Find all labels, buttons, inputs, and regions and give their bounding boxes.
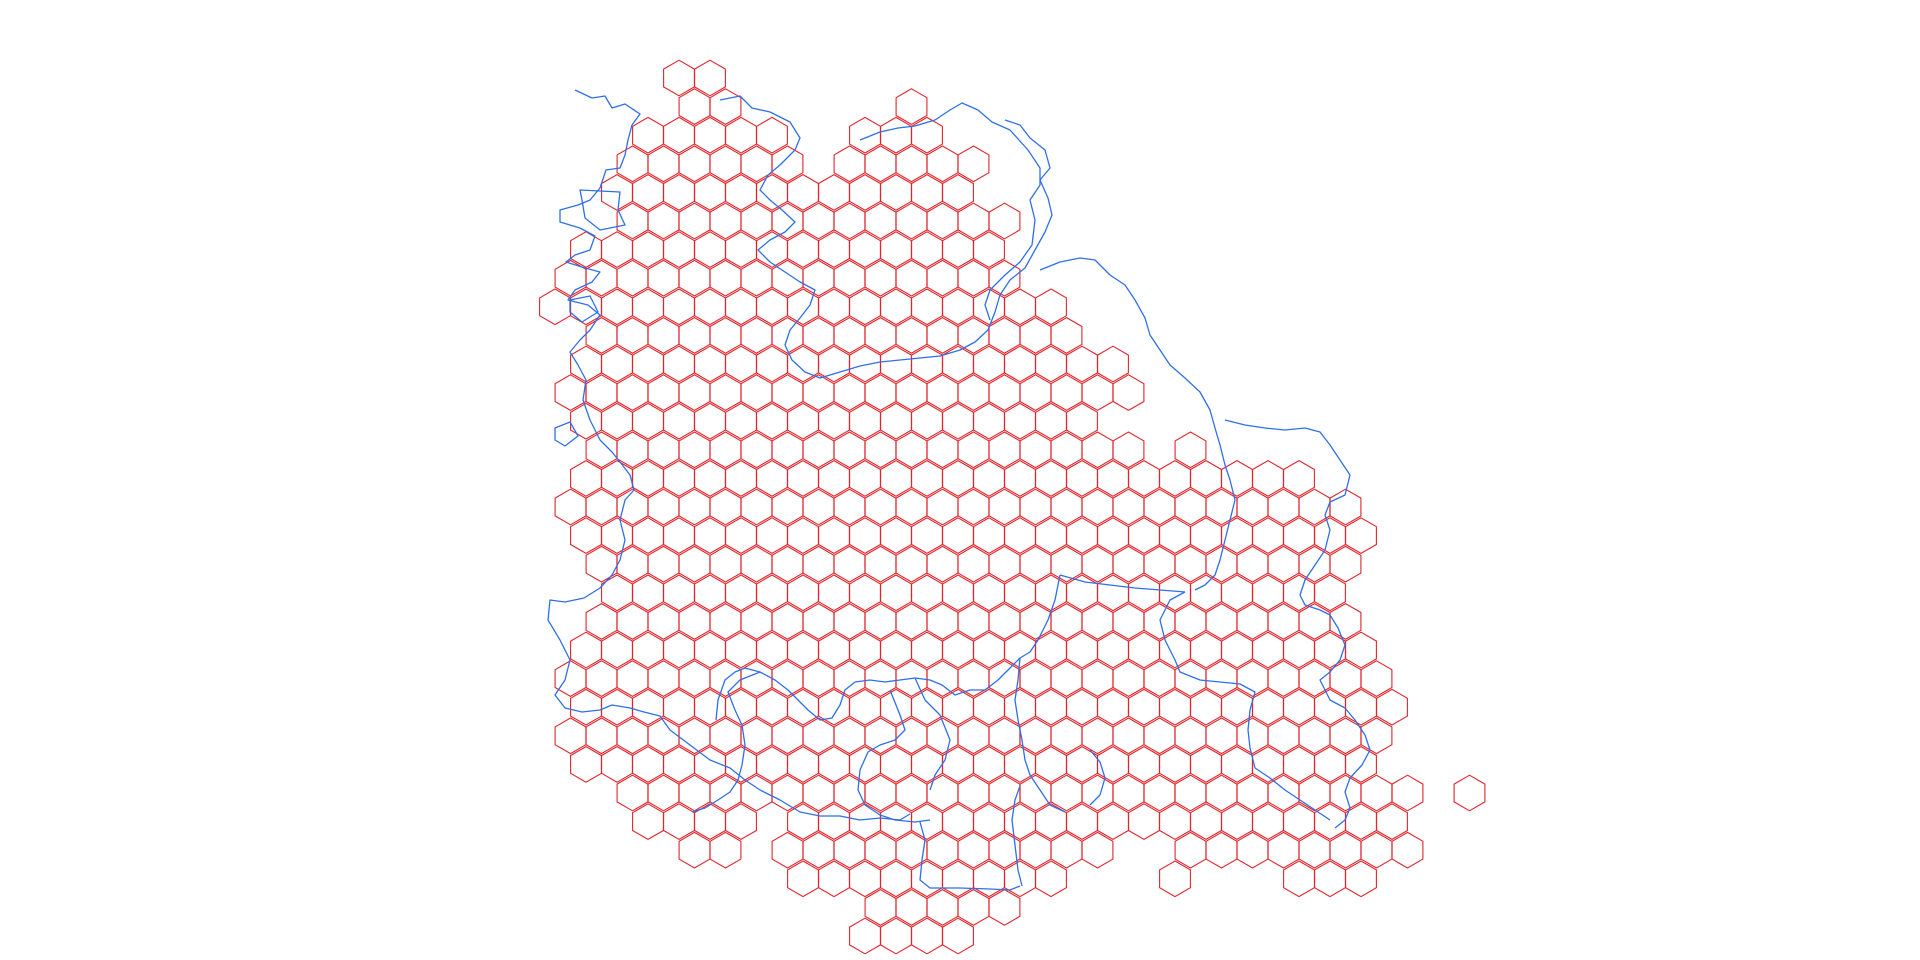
boundary-line: [579, 189, 626, 231]
hex-cell: [1112, 374, 1145, 412]
hex-cell: [1345, 517, 1377, 555]
hex-cell: [988, 259, 1021, 297]
hex-cell: [709, 831, 742, 869]
hex-cell: [1360, 717, 1393, 755]
hex-cell-layer: [539, 59, 1486, 955]
hex-cell: [1159, 860, 1191, 898]
boundary-line: [691, 671, 761, 813]
hex-cell: [988, 888, 1021, 926]
boundary-line: [719, 95, 1053, 379]
hex-cell: [725, 803, 757, 841]
boundary-line: [1224, 419, 1371, 829]
hex-cell: [988, 202, 1021, 240]
hex-cell: [1345, 860, 1377, 898]
boundary-line: [1014, 657, 1066, 813]
boundary-line: [715, 574, 1061, 721]
hex-cell: [1345, 631, 1377, 669]
hex-cell: [1283, 459, 1315, 497]
boundary-line: [914, 677, 951, 791]
hex-cell: [895, 88, 928, 126]
hex-cell: [973, 231, 1005, 269]
hex-cell: [756, 116, 788, 154]
hex-cell: [1035, 288, 1067, 326]
hex-cell: [1174, 431, 1207, 469]
hex-cell: [1066, 402, 1098, 440]
hex-cell: [1329, 602, 1362, 640]
hex-cell: [1097, 345, 1129, 383]
hex-cell: [1360, 660, 1393, 698]
boundary-line: [1011, 785, 1023, 887]
hex-cell: [1391, 774, 1424, 812]
hex-cell: [1345, 745, 1377, 783]
boundary-line: [1089, 749, 1106, 806]
boundary-line: [554, 421, 579, 447]
hex-cell: [1050, 316, 1083, 354]
boundary-line: [547, 89, 911, 821]
hex-cell: [942, 917, 974, 955]
hex-cell: [771, 145, 804, 183]
boundary-line: [919, 821, 1021, 891]
hex-cell: [957, 145, 990, 183]
boundary-line: [1039, 257, 1236, 591]
hex-cell: [1112, 431, 1145, 469]
hex-cell: [1035, 860, 1067, 898]
boundary-line: [1254, 767, 1331, 821]
hex-cell: [1376, 688, 1408, 726]
boundary-line: [859, 102, 1041, 321]
hex-cell: [1453, 774, 1486, 812]
boundary-line: [1059, 574, 1186, 593]
boundary-line: [569, 295, 599, 323]
hex-cell: [1391, 831, 1424, 869]
boundary-line: [1159, 591, 1256, 769]
boundary-line: [857, 689, 931, 823]
hex-cell: [1329, 488, 1362, 526]
hex-cell: [1314, 574, 1346, 612]
hex-cell: [694, 59, 726, 97]
hex-cell: [942, 173, 974, 211]
hex-cell: [1376, 803, 1408, 841]
hex-cell: [1081, 831, 1114, 869]
boundary-layer: [547, 89, 1371, 891]
hex-cell: [1329, 545, 1362, 583]
